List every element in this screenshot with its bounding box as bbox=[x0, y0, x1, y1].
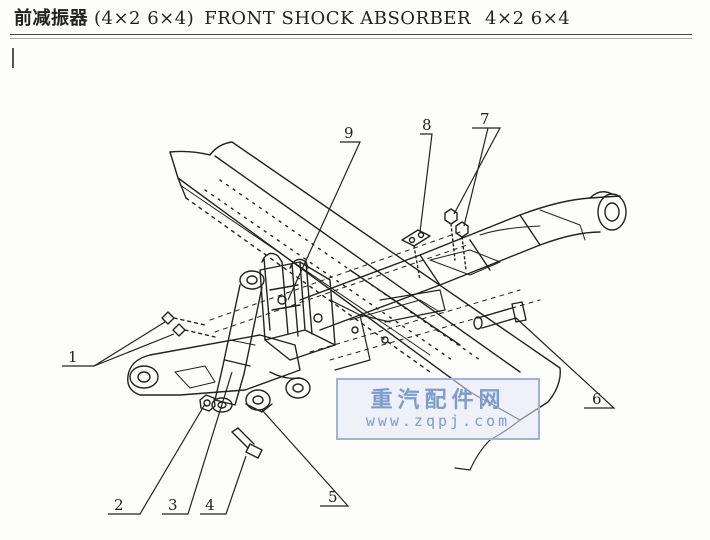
axle-arm bbox=[299, 191, 627, 331]
bolt-item-6 bbox=[473, 301, 527, 330]
callout-2: 2 bbox=[114, 496, 124, 514]
frame-rail bbox=[169, 141, 561, 471]
title-english: FRONT SHOCK ABSORBER bbox=[204, 8, 472, 29]
callout-8: 8 bbox=[422, 116, 432, 134]
bolt-item-4 bbox=[231, 427, 263, 459]
bushing-item-5 bbox=[245, 389, 273, 413]
watermark: 重汽配件网 www.zqpj.com bbox=[336, 378, 540, 440]
nut-item-2 bbox=[199, 394, 216, 412]
assembly-lines bbox=[209, 231, 541, 361]
lower-bracket-arm bbox=[127, 334, 311, 399]
title-config: (4×2 6×4) bbox=[94, 8, 195, 29]
leader-lines bbox=[62, 127, 616, 515]
plate-item-8 bbox=[401, 229, 431, 281]
margin-mark bbox=[12, 48, 14, 68]
callout-5: 5 bbox=[328, 488, 338, 506]
callout-3: 3 bbox=[168, 496, 178, 514]
page-title: 前减振器 (4×2 6×4) FRONT SHOCK ABSORBER 4×2 6×4 bbox=[14, 4, 694, 34]
bolts-item-1 bbox=[161, 311, 216, 338]
callout-labels: 1 2 3 4 5 6 7 8 9 bbox=[68, 110, 602, 514]
header-rule bbox=[10, 34, 692, 35]
nuts-item-7 bbox=[444, 208, 469, 271]
watermark-url: www.zqpj.com bbox=[365, 412, 511, 430]
watermark-chinese: 重汽配件网 bbox=[370, 388, 506, 413]
callout-4: 4 bbox=[205, 496, 215, 514]
shock-absorber bbox=[211, 270, 265, 413]
header-rule-thin bbox=[10, 38, 692, 39]
title-chinese: 前减振器 bbox=[14, 8, 88, 29]
callout-6: 6 bbox=[592, 390, 602, 408]
clamp-item-9 bbox=[261, 252, 313, 337]
callout-1: 1 bbox=[68, 348, 78, 366]
callout-9: 9 bbox=[344, 124, 354, 142]
title-config-repeat: 4×2 6×4 bbox=[485, 8, 571, 29]
callout-7: 7 bbox=[480, 110, 490, 128]
